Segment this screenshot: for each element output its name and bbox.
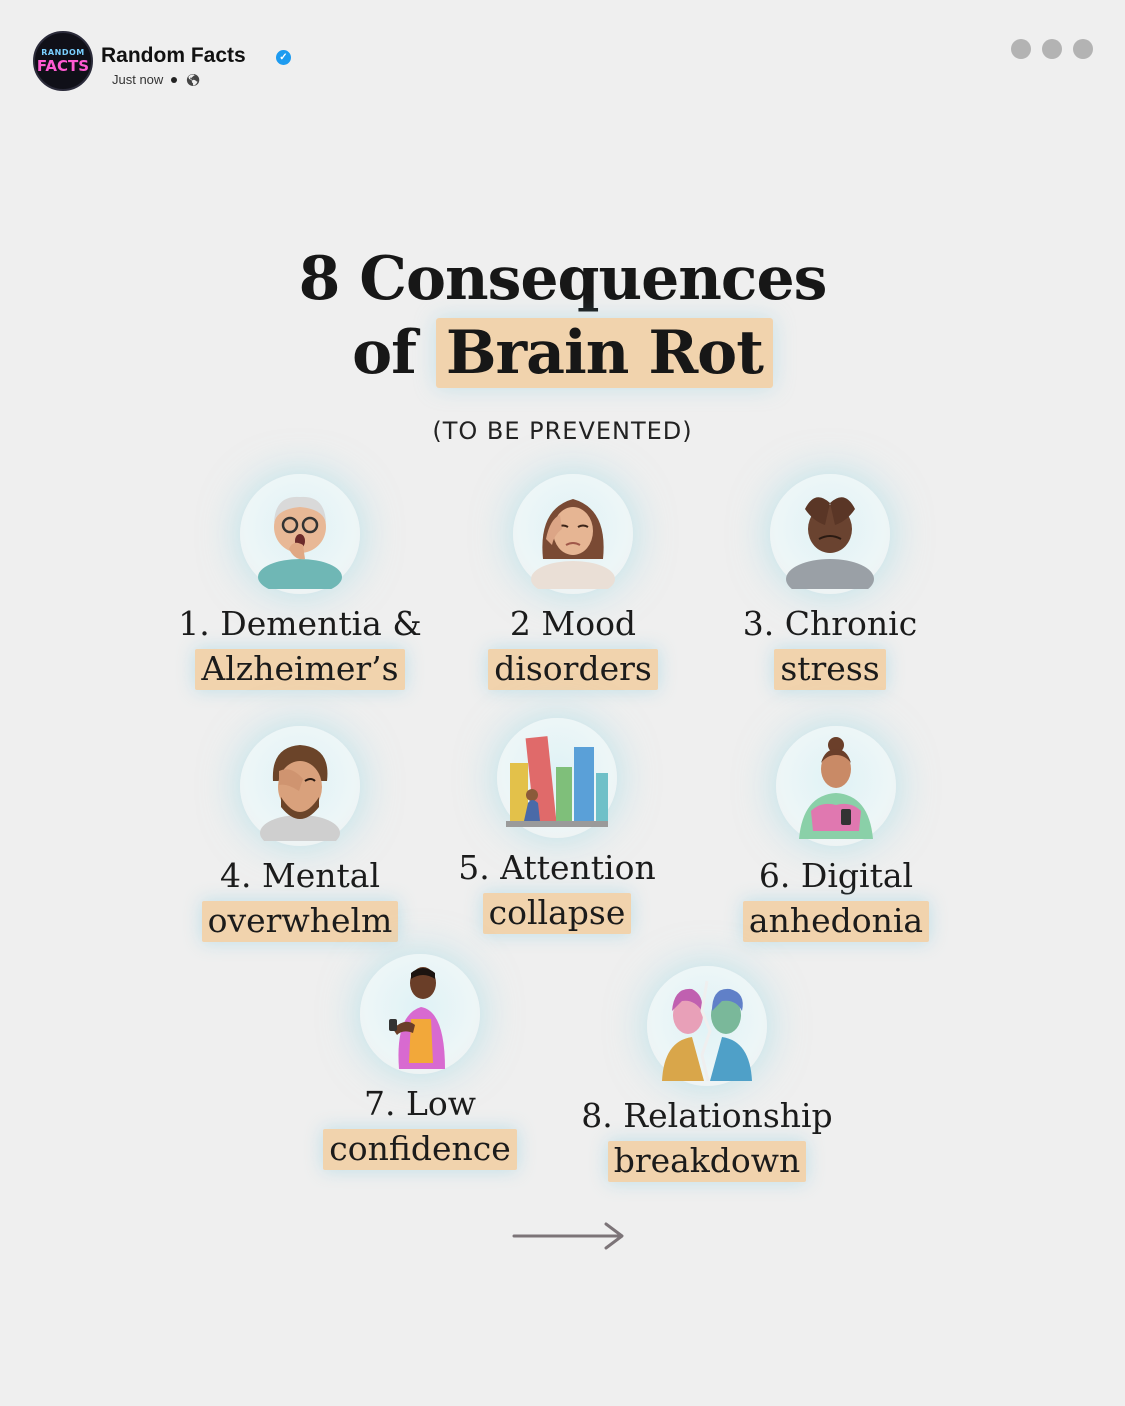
consequence-item-3: 3. Chronic stress (700, 474, 960, 690)
item-highlight: stress (774, 649, 886, 690)
verified-badge-icon: ✓ (276, 50, 291, 65)
overwhelmed-man-icon (240, 726, 360, 846)
item-label: 8. Relationship (581, 1096, 833, 1135)
item-highlight: confidence (323, 1129, 517, 1170)
graphic-title-line1: 8 Consequences (298, 244, 828, 314)
consequence-item-4: 4. Mental overwhelm (170, 726, 430, 942)
avatar-text-bottom: FACTS (36, 56, 90, 75)
split-couple-icon (647, 966, 767, 1086)
graphic-title-line2: of Brain Rot (0, 318, 1125, 388)
more-dot-icon (1073, 39, 1093, 59)
separator-dot (171, 76, 178, 83)
stressed-man-icon (770, 474, 890, 594)
account-name[interactable]: Random Facts (101, 44, 246, 67)
item-label: 5. Attention (458, 848, 656, 887)
item-label: 6. Digital (758, 856, 914, 895)
item-highlight: anhedonia (742, 901, 930, 942)
item-label: 2 Mood (509, 604, 637, 643)
collapsing-city-icon (497, 718, 617, 838)
item-label: 7. Low (363, 1084, 476, 1123)
item-label: 3. Chronic (742, 604, 918, 643)
consequence-item-5: 5. Attention collapse (427, 718, 687, 934)
more-options-button[interactable] (1011, 39, 1093, 59)
sad-woman-icon (513, 474, 633, 594)
graphic-subtitle: (TO BE PREVENTED) (432, 417, 693, 445)
consequence-item-6: 6. Digital anhedonia (706, 726, 966, 942)
more-dot-icon (1042, 39, 1062, 59)
man-with-phone-icon (360, 954, 480, 1074)
item-label: 1. Dementia & (178, 604, 422, 643)
more-dot-icon (1011, 39, 1031, 59)
post-meta: Just now 🌎︎ (112, 72, 201, 87)
consequence-item-2: 2 Mood disorders (443, 474, 703, 690)
consequence-item-1: 1. Dementia & Alzheimer’s (170, 474, 430, 690)
item-label: 4. Mental (219, 856, 381, 895)
elderly-woman-icon (240, 474, 360, 594)
item-highlight: disorders (488, 649, 658, 690)
title-highlight: Brain Rot (435, 318, 773, 388)
consequence-item-8: 8. Relationship breakdown (577, 966, 837, 1182)
title-of: of (352, 318, 417, 388)
consequence-item-7: 7. Low confidence (290, 954, 550, 1170)
item-highlight: Alzheimer’s (195, 649, 405, 690)
right-arrow-icon[interactable] (512, 1218, 628, 1254)
item-highlight: collapse (482, 893, 632, 934)
avatar-text-top: RANDOM (41, 47, 85, 57)
avatar[interactable]: RANDOM FACTS (33, 31, 93, 91)
woman-with-phone-icon (776, 726, 896, 846)
globe-icon: 🌎︎ (185, 72, 201, 87)
item-highlight: breakdown (607, 1141, 807, 1182)
post-timestamp: Just now (112, 72, 164, 87)
item-highlight: overwhelm (201, 901, 399, 942)
